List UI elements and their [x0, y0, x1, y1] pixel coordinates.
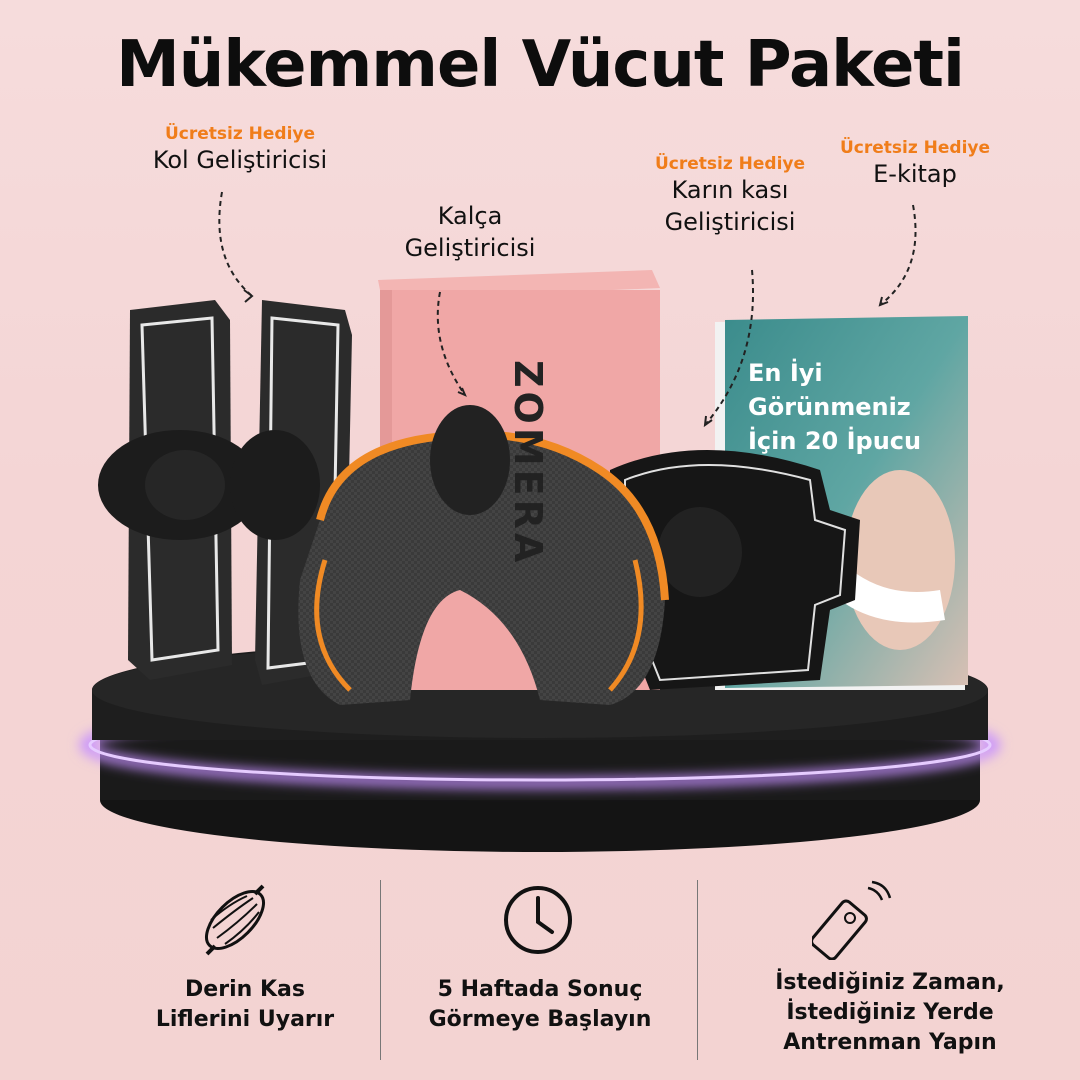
muscle-icon	[205, 884, 265, 956]
arrow-heads	[243, 289, 889, 428]
label-arm-trainer: Ücretsiz Hediye Kol Geliştiricisi	[152, 124, 328, 174]
remote-icon	[812, 880, 892, 960]
annotation-arrows	[218, 191, 917, 426]
clock-icon	[504, 886, 572, 954]
arm-trainer-left	[98, 300, 262, 680]
feature-divider	[380, 880, 381, 1060]
abs-trainer	[610, 450, 860, 690]
feature-deep-muscle: Derin Kas Liflerini Uyarır	[155, 977, 335, 1032]
box-brand: ZOMERA	[506, 360, 550, 567]
feature-results: 5 Haftada Sonuç Görmeye Başlayın	[428, 977, 652, 1032]
feature-train-anytime: İstediğiniz Zaman, İstediğiniz Yerde Ant…	[775, 970, 1005, 1055]
label-hip-trainer: Kalça Geliştiricisi	[404, 202, 536, 262]
label-ebook: Ücretsiz Hediye E-kitap	[839, 138, 991, 188]
hip-trainer	[298, 405, 669, 705]
page-title: Mükemmel Vücut Paketi	[116, 28, 965, 102]
product-scene	[80, 191, 1000, 852]
label-abs-trainer: Ücretsiz Hediye Karın kası Geliştiricisi	[654, 154, 806, 236]
feature-divider	[697, 880, 698, 1060]
ebook-cover-text: En İyi Görünmeniz İçin 20 İpucu	[748, 359, 922, 455]
